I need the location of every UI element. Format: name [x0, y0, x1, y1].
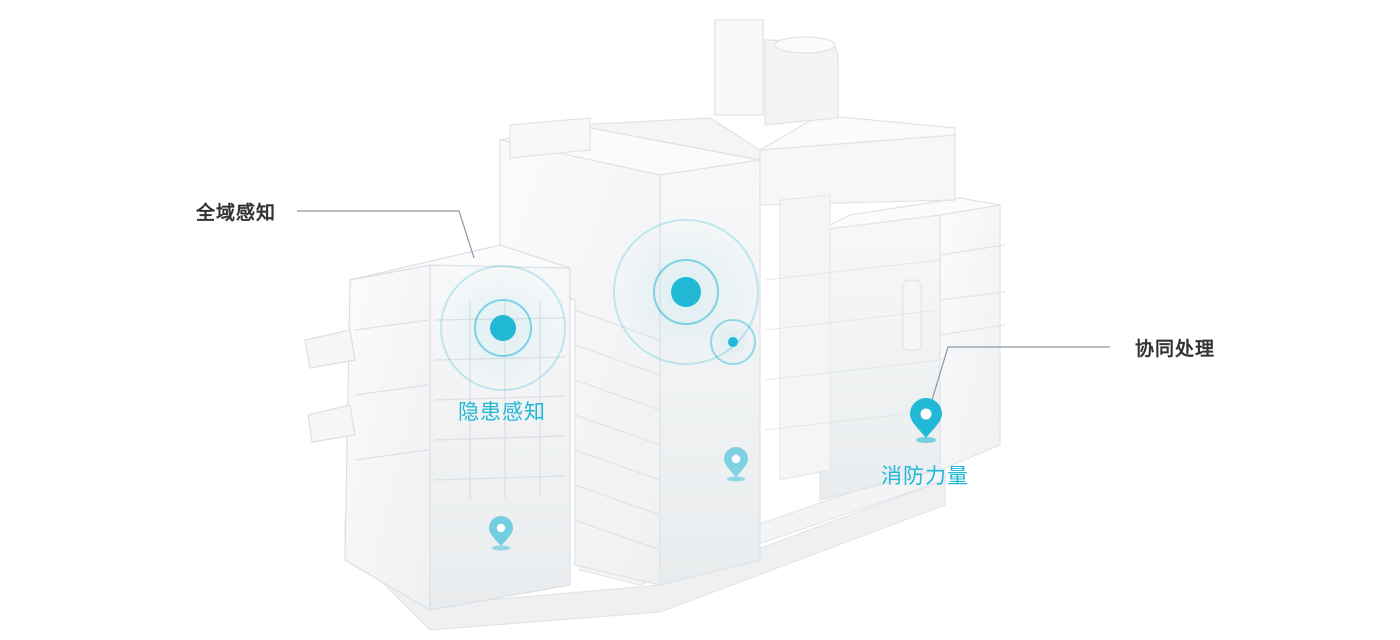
callout-line-right [931, 346, 1110, 401]
fire-force-label: 消防力量 [881, 464, 969, 488]
callout-label-coordination: 协同处理 [1135, 338, 1216, 360]
roof-chimney [714, 19, 839, 126]
rear-blocks [509, 114, 956, 206]
location-pin-icon [489, 516, 513, 551]
callout-line-left [297, 210, 475, 259]
location-pin-icon [724, 447, 748, 482]
hazard-marker-small [710, 319, 756, 365]
callout-label-perception: 全域感知 [196, 202, 277, 224]
right-wing [819, 197, 1006, 501]
location-pin-icon [910, 398, 942, 443]
hazard-marker-left [440, 265, 566, 391]
hazard-sensing-label: 隐患感知 [458, 400, 546, 424]
shaft [764, 194, 941, 481]
